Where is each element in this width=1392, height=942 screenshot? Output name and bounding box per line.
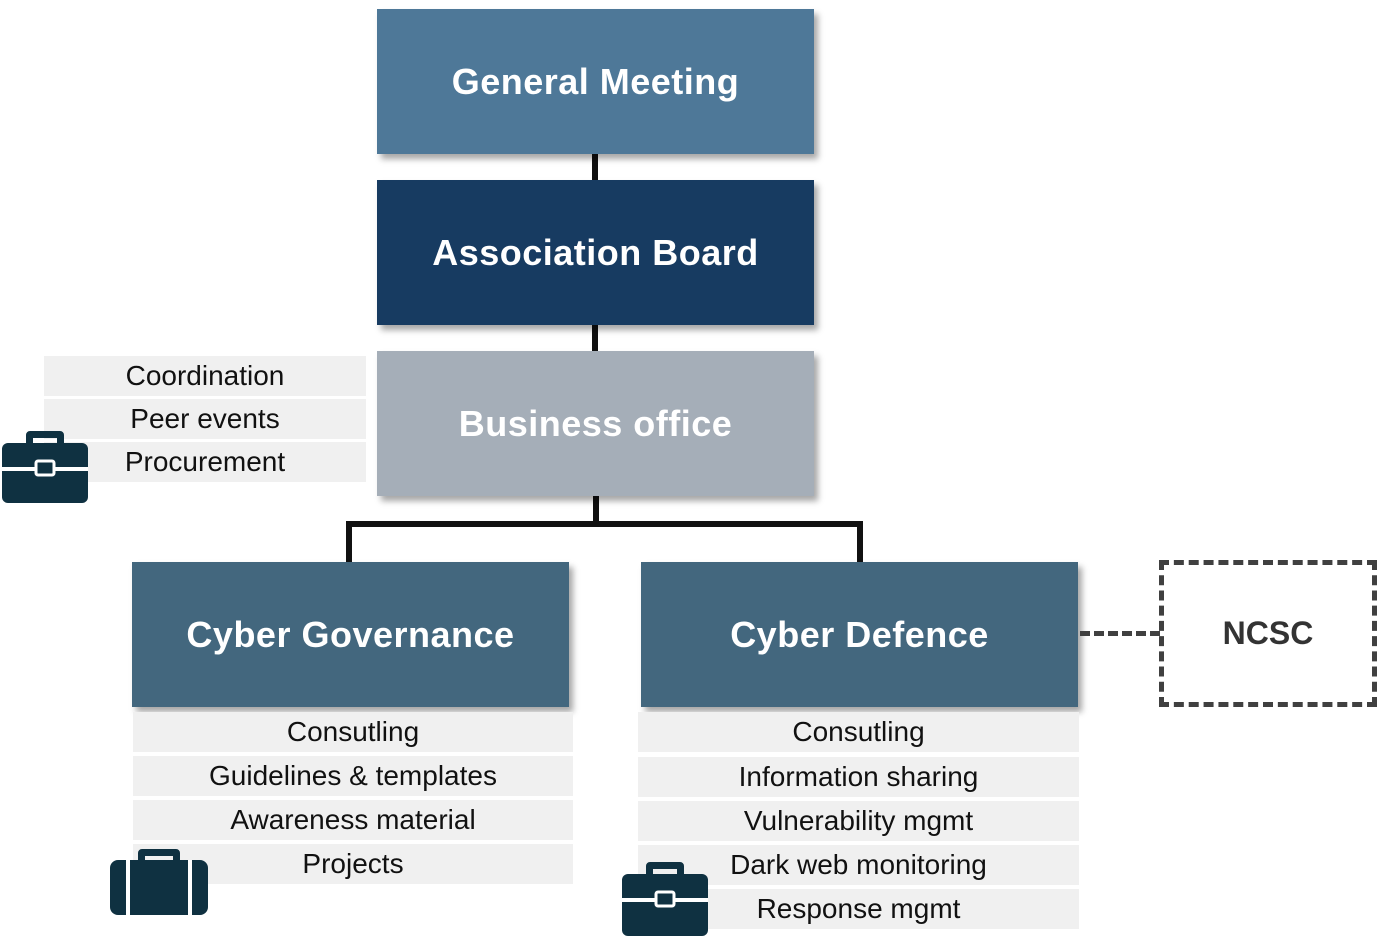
business-office-task: Peer events: [44, 399, 366, 439]
connector-meeting-board: [592, 153, 598, 181]
connector-office-branch: [593, 496, 599, 526]
cyber-governance-box: Cyber Governance: [132, 562, 569, 707]
connector-to-governance: [346, 521, 352, 563]
briefcase-icon: [110, 849, 208, 915]
briefcase-icon: [2, 431, 88, 503]
cyber-defence-task: Response mgmt: [638, 889, 1079, 929]
connector-horizontal-branch: [346, 521, 863, 527]
cyber-defence-box: Cyber Defence: [641, 562, 1078, 707]
ncsc-label: NCSC: [1222, 615, 1314, 651]
cyber-governance-task: Awareness material: [133, 800, 573, 840]
business-office-task: Coordination: [44, 356, 366, 396]
connector-board-office: [592, 324, 598, 352]
connector-to-defence: [857, 521, 863, 563]
ncsc-box: NCSC: [1159, 560, 1377, 707]
association-board-label: Association Board: [432, 231, 759, 273]
business-office-task: Procurement: [44, 442, 366, 482]
briefcase-icon: [622, 862, 708, 936]
ncsc-dashed-connector: [1080, 631, 1160, 636]
cyber-defence-label: Cyber Defence: [730, 613, 989, 655]
cyber-defence-task: Vulnerability mgmt: [638, 801, 1079, 841]
general-meeting-box: General Meeting: [377, 9, 814, 154]
cyber-governance-task: Guidelines & templates: [133, 756, 573, 796]
general-meeting-label: General Meeting: [451, 60, 740, 102]
business-office-label: Business office: [458, 402, 733, 444]
association-board-box: Association Board: [377, 180, 814, 325]
cyber-governance-task: Consutling: [133, 712, 573, 752]
business-office-box: Business office: [377, 351, 814, 496]
cyber-defence-task: Information sharing: [638, 757, 1079, 797]
cyber-governance-label: Cyber Governance: [186, 613, 515, 655]
cyber-defence-task: Dark web monitoring: [638, 845, 1079, 885]
cyber-defence-task: Consutling: [638, 712, 1079, 752]
